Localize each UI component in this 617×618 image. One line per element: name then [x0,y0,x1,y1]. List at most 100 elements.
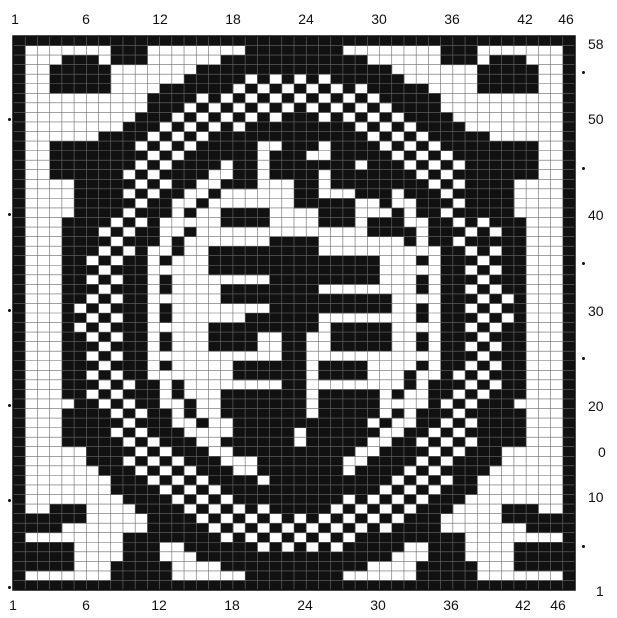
filled-cell [282,151,295,161]
filled-cell [563,294,576,304]
filled-cell [13,475,26,485]
filled-cell [416,284,429,294]
filled-cell [392,36,405,46]
filled-cell [441,494,454,504]
filled-cell [502,504,515,514]
filled-cell [380,112,393,122]
filled-cell [563,437,576,447]
filled-cell [196,198,209,208]
filled-cell [355,437,368,447]
filled-cell [416,303,429,313]
filled-cell [416,332,429,342]
filled-cell [489,275,502,285]
filled-cell [208,189,221,199]
filled-cell [563,227,576,237]
filled-cell [331,437,344,447]
filled-cell [25,552,38,562]
filled-cell [135,561,148,571]
filled-cell [282,265,295,275]
filled-cell [306,447,319,457]
filled-cell [147,523,160,533]
filled-cell [465,409,478,419]
filled-cell [294,380,307,390]
filled-cell [135,380,148,390]
filled-cell [318,217,331,227]
right-tick-dot [582,262,585,265]
filled-cell [147,227,160,237]
filled-cell [221,265,234,275]
filled-cell [306,323,319,333]
filled-cell [453,46,466,56]
filled-cell [404,112,417,122]
filled-cell [282,380,295,390]
filled-cell [563,571,576,581]
filled-cell [233,494,246,504]
filled-cell [86,399,99,409]
filled-cell [270,494,283,504]
filled-cell [294,160,307,170]
filled-cell [441,198,454,208]
filled-cell [355,179,368,189]
filled-cell [489,580,502,590]
filled-cell [502,198,515,208]
filled-cell [160,514,173,524]
filled-cell [74,361,87,371]
filled-cell [135,284,148,294]
filled-cell [453,275,466,285]
filled-cell [294,332,307,342]
filled-cell [196,533,209,543]
filled-cell [184,456,197,466]
filled-cell [86,198,99,208]
filled-cell [123,256,136,266]
filled-cell [489,189,502,199]
filled-cell [367,456,380,466]
filled-cell [441,428,454,438]
filled-cell [343,65,356,75]
filled-cell [563,399,576,409]
top-col-label: 1 [11,12,19,26]
filled-cell [514,265,527,275]
filled-cell [62,84,75,94]
filled-cell [380,189,393,199]
filled-cell [221,389,234,399]
filled-cell [453,246,466,256]
filled-cell [62,552,75,562]
filled-cell [514,36,527,46]
filled-cell [489,170,502,180]
filled-cell [563,351,576,361]
filled-cell [477,409,490,419]
filled-cell [208,466,221,476]
filled-cell [465,36,478,46]
left-tick-dot [8,404,11,407]
filled-cell [514,380,527,390]
filled-cell [514,542,527,552]
filled-cell [160,571,173,581]
filled-cell [416,36,429,46]
filled-cell [184,74,197,84]
filled-cell [270,437,283,447]
filled-cell [404,380,417,390]
filled-cell [563,466,576,476]
filled-cell [245,170,258,180]
filled-cell [380,514,393,524]
filled-cell [74,65,87,75]
filled-cell [502,189,515,199]
filled-cell [514,160,527,170]
filled-cell [453,475,466,485]
filled-cell [123,160,136,170]
filled-cell [563,380,576,390]
filled-cell [416,447,429,457]
filled-cell [62,170,75,180]
filled-cell [62,151,75,161]
filled-cell [135,389,148,399]
filled-cell [135,122,148,132]
filled-cell [367,84,380,94]
filled-cell [233,542,246,552]
filled-cell [123,55,136,65]
top-col-label: 36 [444,12,460,26]
filled-cell [441,237,454,247]
filled-cell [416,580,429,590]
filled-cell [343,361,356,371]
filled-cell [428,198,441,208]
filled-cell [355,580,368,590]
